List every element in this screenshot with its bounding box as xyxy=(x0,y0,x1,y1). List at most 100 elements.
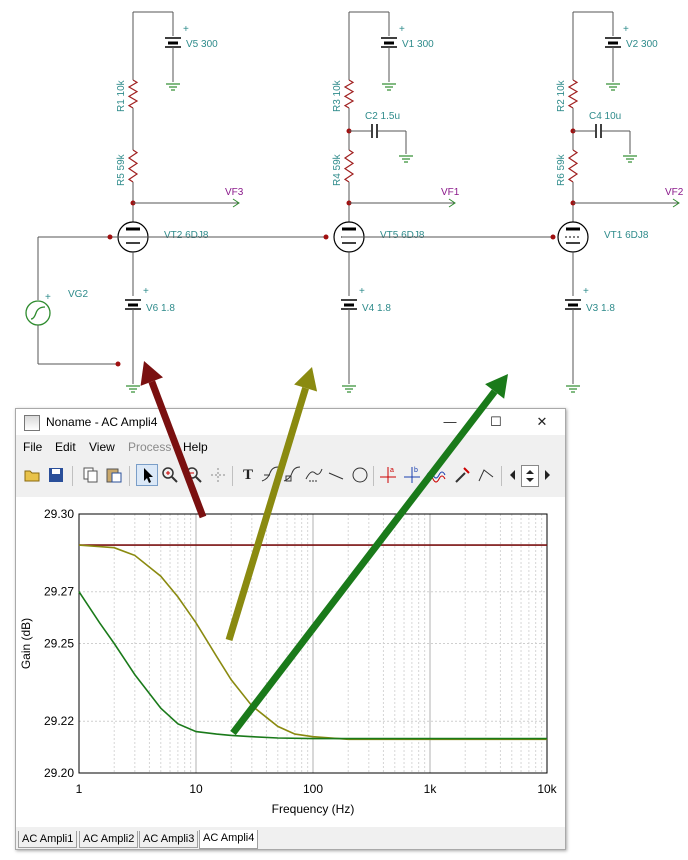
output-terminal-icon xyxy=(672,198,680,208)
scroll-left-icon[interactable] xyxy=(507,465,519,485)
ac-analysis-window[interactable]: Noname - AC Ampli4 — ☐ ✕ File Edit View … xyxy=(15,408,566,850)
bias-label: V4 1.8 xyxy=(362,303,391,314)
output-label: VF3 xyxy=(225,187,244,198)
toolbar: T a b xyxy=(16,461,565,491)
tab-ac-ampli4[interactable]: AC Ampli4 xyxy=(199,830,259,849)
plus-sign: + xyxy=(45,292,51,303)
waveform-icon[interactable] xyxy=(426,465,446,485)
resistor-icon xyxy=(567,79,579,109)
resistor-label: R6 59k xyxy=(556,153,567,186)
svg-text:a: a xyxy=(390,467,394,474)
y-tick-label: 29.22 xyxy=(44,714,74,728)
junction-dot xyxy=(107,234,113,240)
tab-ac-ampli3[interactable]: AC Ampli3 xyxy=(139,831,199,848)
y-axis-label: Gain (dB) xyxy=(19,618,33,669)
output-label: VF2 xyxy=(665,187,684,198)
supply-label: V5 300 xyxy=(186,39,218,50)
source-label: VG2 xyxy=(68,289,88,300)
zoom-in-icon[interactable] xyxy=(160,465,180,485)
tab-ac-ampli2[interactable]: AC Ampli2 xyxy=(79,831,139,848)
plus-sign: + xyxy=(143,286,149,297)
close-button[interactable]: ✕ xyxy=(536,414,548,429)
zoom-out-icon[interactable] xyxy=(184,465,204,485)
y-tick-label: 29.27 xyxy=(44,585,74,599)
plus-sign: + xyxy=(359,286,365,297)
capacitor-label: C2 1.5u xyxy=(365,111,400,122)
text-tool-icon[interactable]: T xyxy=(242,467,253,483)
line-tool-icon[interactable] xyxy=(326,465,346,485)
resistor-icon xyxy=(127,79,139,109)
junction-dot xyxy=(323,234,329,240)
resistor-label: R2 10k xyxy=(556,79,567,112)
bias-label: V3 1.8 xyxy=(586,303,615,314)
spin-icon[interactable] xyxy=(521,465,539,487)
title-bar[interactable]: Noname - AC Ampli4 — ☐ ✕ xyxy=(16,409,565,435)
cursor-b-icon[interactable]: b xyxy=(402,465,422,485)
minimize-button[interactable]: — xyxy=(443,414,457,429)
slope-icon[interactable] xyxy=(476,465,496,485)
curve-fit-icon[interactable] xyxy=(304,465,324,485)
output-terminal-icon xyxy=(232,198,240,208)
resistor-icon xyxy=(127,149,139,183)
curve-label-icon[interactable] xyxy=(260,465,280,485)
copy-icon[interactable] xyxy=(80,465,100,485)
signal-source-icon xyxy=(25,300,51,326)
resistor-label: R1 10k xyxy=(116,79,127,112)
tube-label: VT5 6DJ8 xyxy=(380,230,425,241)
grid-icon[interactable] xyxy=(208,465,228,485)
maximize-button[interactable]: ☐ xyxy=(490,414,502,429)
scroll-right-icon[interactable] xyxy=(541,465,553,485)
gain-plot[interactable]: 29.20 29.22 29.25 29.27 29.30 1 10 100 1k 10kFreq… xyxy=(16,497,565,827)
menu-process[interactable]: Process xyxy=(128,440,172,454)
tube-label: VT1 6DJ8 xyxy=(604,230,649,241)
plus-sign: + xyxy=(399,24,405,35)
supply-label: V2 300 xyxy=(626,39,658,50)
y-tick-label: 29.20 xyxy=(44,766,74,780)
output-label: VF1 xyxy=(441,187,460,198)
resistor-icon xyxy=(343,79,355,109)
x-tick-label: 10 xyxy=(189,782,203,796)
gain-curve-3 xyxy=(78,591,547,740)
plus-sign: + xyxy=(183,24,189,35)
junction-dot xyxy=(550,234,556,240)
y-tick-label: 29.30 xyxy=(44,507,74,521)
junction-dot xyxy=(115,361,121,367)
y-tick-label: 29.25 xyxy=(44,637,74,651)
menu-view[interactable]: View xyxy=(89,440,115,454)
plus-sign: + xyxy=(583,286,589,297)
tab-ac-ampli1[interactable]: AC Ampli1 xyxy=(18,831,78,848)
capacitor-label: C4 10u xyxy=(589,111,621,122)
paste-icon[interactable] xyxy=(104,465,124,485)
circle-tool-icon[interactable] xyxy=(350,465,370,485)
resistor-label: R5 59k xyxy=(116,153,127,186)
curve-marker-icon[interactable] xyxy=(282,465,302,485)
resistor-icon xyxy=(567,149,579,183)
resistor-label: R3 10k xyxy=(332,79,343,112)
plus-sign: + xyxy=(623,24,629,35)
signal-source-icon xyxy=(30,306,46,320)
x-tick-label: 10k xyxy=(537,782,557,796)
cursor-a-icon[interactable]: a xyxy=(378,465,398,485)
save-icon[interactable] xyxy=(46,465,66,485)
x-tick-label: 1k xyxy=(424,782,438,796)
menu-file[interactable]: File xyxy=(23,440,43,454)
output-terminal-icon xyxy=(448,198,456,208)
open-folder-icon[interactable] xyxy=(22,465,42,485)
app-icon xyxy=(24,415,40,431)
resistor-icon xyxy=(343,149,355,183)
probe-icon[interactable] xyxy=(452,465,472,485)
bias-label: V6 1.8 xyxy=(146,303,175,314)
tube-label: VT2 6DJ8 xyxy=(164,230,209,241)
resistor-label: R4 59k xyxy=(332,153,343,186)
tab-bar: AC Ampli1 AC Ampli2 AC Ampli3 AC Ampli4 xyxy=(16,829,565,849)
x-tick-label: 100 xyxy=(303,782,323,796)
menu-help[interactable]: Help xyxy=(183,440,208,454)
supply-label: V1 300 xyxy=(402,39,434,50)
menu-bar: File Edit View Process Help xyxy=(16,436,565,458)
pointer-icon[interactable] xyxy=(136,464,158,486)
x-axis-label: Frequency (Hz) xyxy=(272,802,355,816)
menu-edit[interactable]: Edit xyxy=(55,440,76,454)
x-tick-label: 1 xyxy=(76,782,83,796)
svg-text:b: b xyxy=(414,467,418,474)
